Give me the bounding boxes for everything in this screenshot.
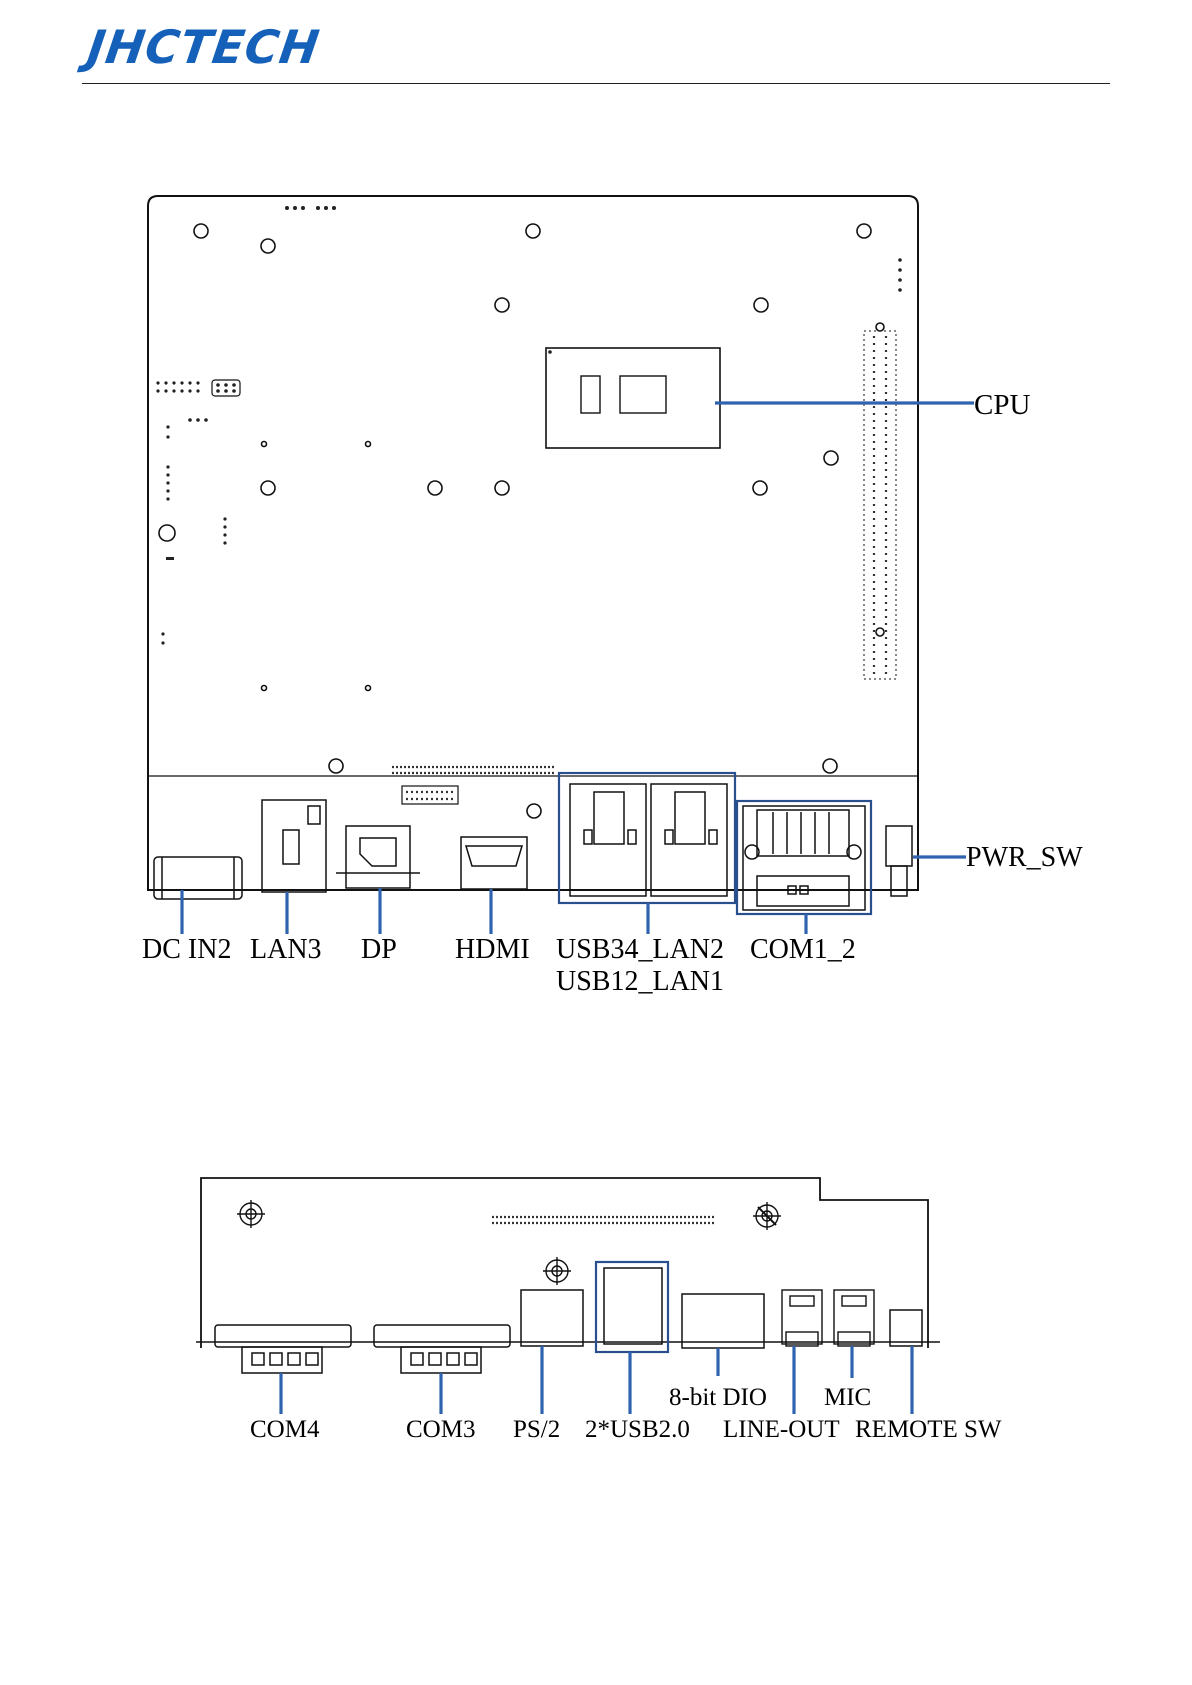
component-dots: [156, 206, 901, 645]
usb34-lan2-label: USB34_LAN2: [556, 934, 724, 965]
dio-connector: [682, 1294, 764, 1348]
hdmi-label: HDMI: [455, 934, 530, 965]
dp-connector: [336, 826, 420, 888]
line-out-label: LINE-OUT: [723, 1416, 840, 1443]
cpu-label: CPU: [974, 389, 1030, 421]
ps2-label: PS/2: [513, 1416, 560, 1443]
cpu-chip: [546, 348, 720, 448]
usb-lan-stacks: [570, 784, 727, 896]
dc-in2-label: DC IN2: [142, 934, 231, 965]
bottom-view-board: COM4 COM3 PS/2 2*USB2.0 8-bit DIO LINE-O…: [196, 1178, 1002, 1443]
mic-jack: [834, 1290, 874, 1346]
top-view-board: CPU PWR_SW DC IN2 LAN3 DP HDMI USB34_LAN…: [142, 196, 1083, 997]
jumper-header: [212, 380, 240, 396]
remote-sw-label: REMOTE SW: [855, 1416, 1002, 1443]
crosshair-holes: [237, 1200, 781, 1285]
com3-connector: [374, 1325, 510, 1373]
mic-label: MIC: [824, 1384, 871, 1411]
dc-in2-connector: [154, 857, 242, 899]
mounting-holes: [159, 224, 884, 818]
line-out-jack: [782, 1290, 822, 1346]
hdmi-connector: [461, 837, 527, 889]
pwr-sw-button: [886, 826, 912, 896]
com3-label: COM3: [406, 1416, 475, 1443]
usb20-label: 2*USB2.0: [585, 1416, 690, 1443]
lan3-connector: [262, 800, 326, 892]
com1-2-label: COM1_2: [750, 934, 856, 965]
ps2-connector: [521, 1290, 583, 1346]
remote-sw-connector: [890, 1310, 922, 1346]
com4-connector: [215, 1325, 351, 1373]
lan3-label: LAN3: [250, 934, 322, 965]
usb20-connector: [604, 1268, 662, 1344]
dio-label: 8-bit DIO: [669, 1384, 767, 1411]
com1-2-connector: [743, 806, 865, 910]
side-pin-header: [864, 331, 896, 679]
pwr-sw-label: PWR_SW: [966, 842, 1083, 873]
edge-pin-header: [392, 767, 554, 804]
usb20-highlight: [596, 1262, 668, 1352]
dp-label: DP: [361, 934, 397, 965]
usb12-lan1-label: USB12_LAN1: [556, 966, 724, 997]
com4-label: COM4: [250, 1416, 320, 1443]
